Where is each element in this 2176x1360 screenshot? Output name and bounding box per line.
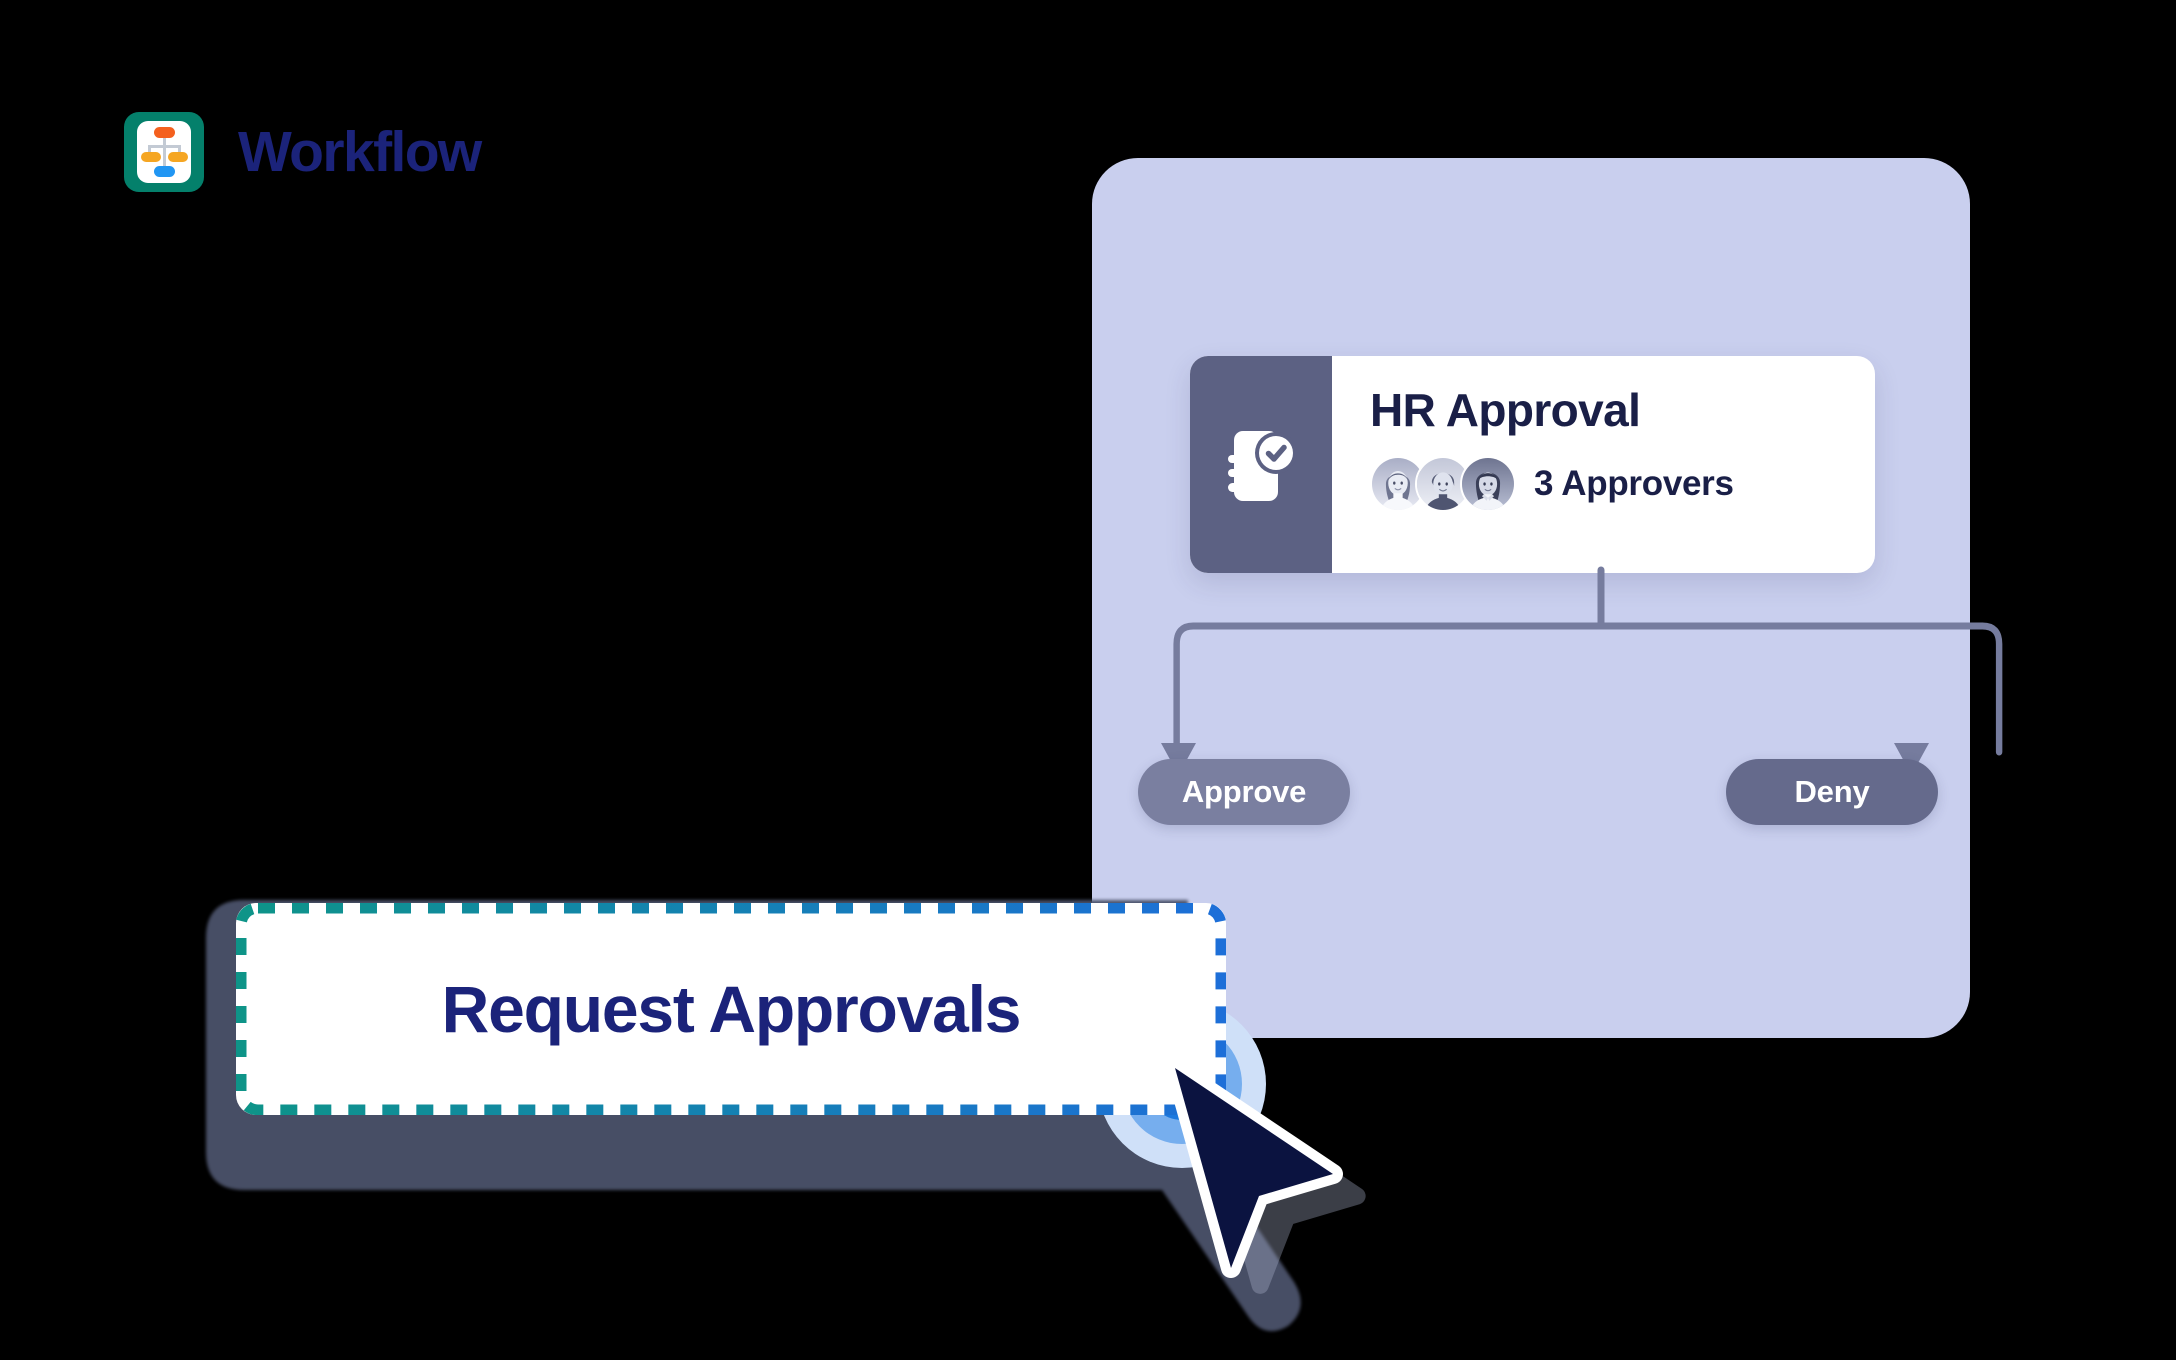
workflow-flowchart-icon [124,112,204,192]
outcome-deny-button[interactable]: Deny [1726,759,1938,825]
brand-name: Workflow [238,119,482,184]
approver-avatar-stack [1370,456,1516,513]
outcome-approve-button[interactable]: Approve [1138,759,1350,825]
hr-approval-card[interactable]: HR Approval [1190,356,1875,573]
approver-avatar-3 [1460,456,1516,513]
hr-approval-card-body: HR Approval [1332,356,1875,573]
hr-approval-meta: 3 Approvers [1370,456,1875,513]
workflow-preview-panel [1092,158,1970,1038]
brand-lockup: Workflow [124,112,482,192]
approver-avatar-2 [1415,456,1471,513]
request-approvals-button[interactable]: Request Approvals [236,903,1226,1115]
outcome-deny-label: Deny [1794,774,1870,809]
mouse-pointer-icon [1155,1056,1355,1332]
hr-approval-title: HR Approval [1370,384,1641,436]
contract-approved-icon [1190,356,1332,573]
approver-count-label: 3 Approvers [1534,464,1734,504]
request-approvals-label: Request Approvals [441,972,1022,1046]
outcome-approve-label: Approve [1181,774,1307,809]
